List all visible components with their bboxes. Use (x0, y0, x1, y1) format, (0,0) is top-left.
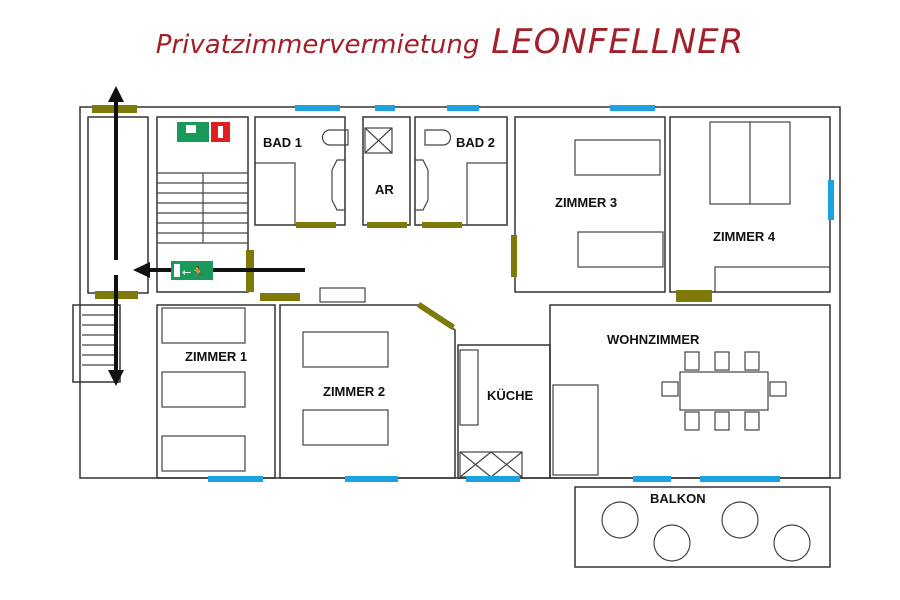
room-label-kueche: KÜCHE (487, 388, 534, 403)
room-label-balkon: BALKON (650, 491, 706, 506)
room-label-zimmer2: ZIMMER 2 (323, 384, 385, 399)
first-aid-sign-icon (177, 122, 209, 142)
room-label-zimmer1: ZIMMER 1 (185, 349, 247, 364)
svg-text:←🏃: ←🏃 (182, 266, 205, 279)
walls (72, 106, 841, 568)
fire-extinguisher-sign-icon (211, 122, 230, 142)
stairs (82, 172, 248, 366)
room-label-bad2: BAD 2 (456, 135, 495, 150)
title: Privatzimmervermietung LEONFELLNER (0, 22, 900, 62)
title-prefix: Privatzimmervermietung (155, 30, 480, 60)
room-label-wohnzimmer: WOHNZIMMER (607, 332, 700, 347)
windows (208, 105, 834, 482)
room-label-bad1: BAD 1 (263, 135, 302, 150)
title-name: LEONFELLNER (491, 22, 745, 62)
furniture (161, 121, 831, 562)
emergency-exit-sign-icon: ←🏃 (171, 261, 213, 280)
room-label-zimmer3: ZIMMER 3 (555, 195, 617, 210)
room-label-ar: AR (375, 182, 394, 197)
room-label-zimmer4: ZIMMER 4 (713, 229, 776, 244)
